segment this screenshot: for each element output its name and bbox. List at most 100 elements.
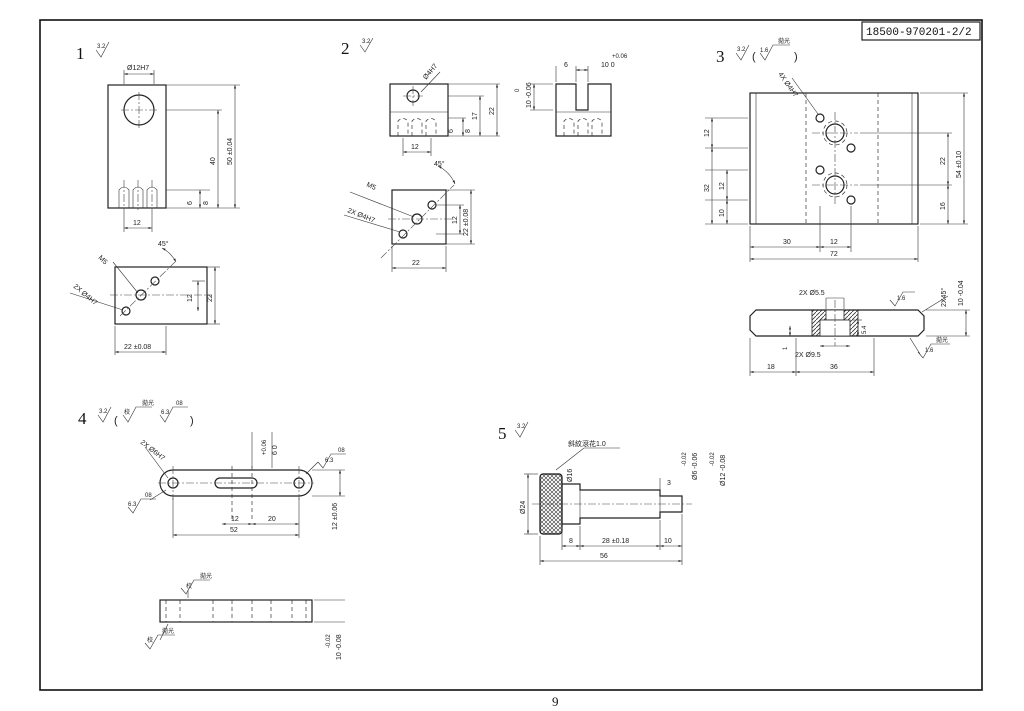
dim-knurl: 斜紋滾花1.0 [568,439,606,448]
tapped-holes [118,180,158,210]
dim-h10: 10 -0.08 [336,634,343,660]
dim-h16: 16 [940,202,947,210]
svg-text:3.2: 3.2 [97,44,106,50]
surface-finish-symbol: 校 拋光 [144,623,175,650]
dim-d8: 8 [465,129,472,133]
surface-finish-symbol: 6.3 08 [305,448,346,475]
dim-d6a: -0.02 [682,452,688,466]
dim-h12: 12 [187,294,194,302]
dim-w20: 20 [268,516,276,523]
dim-bore: Ø4H7 [422,63,439,82]
dim-tol-a: +0.06 [612,54,628,60]
dim-w36: 36 [830,364,838,371]
surface-finish-symbol: 1.6 [889,291,915,307]
surface-finish-symbol: 1.6 拋光 [909,336,950,359]
dim-w10: 10 [664,538,672,545]
dim-angle: 45° [434,160,445,168]
dim-thread: M5 [97,254,109,266]
svg-text:1.6: 1.6 [897,296,906,302]
dim-w18: 18 [767,364,775,371]
dim-bore: Ø12H7 [127,65,149,72]
part-3-section-view [749,309,925,337]
part-3-front-view [749,92,919,225]
dim-d54: 5.4 [862,325,868,334]
svg-text:拋光: 拋光 [936,336,948,344]
part-3: 3 3.2 ( 1.6 拋光 ) 4X Ø4H7 [704,37,970,376]
dim-d6: 6 [187,201,194,205]
part-2-number: 2 [341,39,350,58]
dim-cb-top: 2X Ø5.5 [799,290,825,297]
svg-text:3.2: 3.2 [737,47,746,53]
surface-finish-symbol: 3.2 ( 1.6 拋光 ) [735,37,798,63]
svg-text:08: 08 [338,448,345,454]
dim-pins: 2X Ø4H7 [346,207,375,224]
dim-h12: 12 [452,216,459,224]
svg-text:1.6: 1.6 [925,348,934,354]
dim-h0: -0.02 [326,634,332,648]
dim-w28: 28 ±0.18 [602,538,629,545]
dim-w8: 8 [569,538,573,545]
svg-text:校: 校 [186,582,192,590]
svg-text:3.2: 3.2 [362,39,371,45]
dim-w12: 12 [411,144,419,151]
part-1-front-view [107,84,167,209]
part-2: 2 3.2 Ø4H7 22 17 6 8 12 [341,37,628,272]
part-4: 4 3.2 ( 校 拋光 6.3 08 ) 2X Ø6H7 +0.06 6 0 [78,399,346,660]
dim-tol-b: 6 0 [272,445,279,455]
dim-h0: 0 [515,88,521,92]
surface-finish-symbol: 3.2 [95,41,110,58]
svg-text:): ) [190,415,194,427]
dim-h12a: 12 [704,129,711,137]
dim-h54: 54 ±0.10 [956,151,963,178]
drawing-number: 18500-970201-2/2 [866,27,972,39]
svg-text:拋光: 拋光 [142,399,154,407]
dim-cb-bot: 2X Ø9.5 [795,352,821,359]
dim-h22: 22 [940,157,947,165]
dim-w56: 56 [600,553,608,560]
dim-d6b: Ø6 -0.06 [692,453,699,480]
dim-thread: M5 [365,181,377,191]
svg-text:): ) [794,51,798,63]
dim-w72: 72 [830,251,838,258]
surface-finish-symbol: 3.2 [514,421,529,438]
svg-text:校: 校 [124,408,130,416]
svg-text:6.3: 6.3 [128,502,137,508]
dim-h40: 40 [210,157,217,165]
dim-h22: 22 [207,294,214,302]
part-2-front-view [389,83,449,137]
dim-angle: 45° [158,240,169,248]
part-2-side-view [555,83,612,137]
dim-w6: 6 [564,62,568,69]
sheet-border [39,19,983,691]
svg-text:拋光: 拋光 [200,572,212,580]
dim-w12: 12 [830,239,838,246]
dim-h32: 32 [704,184,711,192]
dim-h10: 10 [719,209,726,217]
dim-w30: 30 [783,239,791,246]
svg-text:(: ( [752,51,756,63]
dim-w22: 22 ±0.08 [124,344,151,351]
part-4-side-view [159,599,313,623]
svg-text:拋光: 拋光 [778,37,790,45]
dim-w12: 12 [231,516,239,523]
dim-d16: Ø16 [567,469,574,482]
dim-holes: 4X Ø4H7 [776,71,798,99]
dim-d3: 3 [667,480,671,487]
svg-text:08: 08 [176,401,183,407]
part-2-top-view [391,189,447,245]
svg-text:3.2: 3.2 [99,409,108,415]
dim-d17: 17 [472,112,479,120]
svg-text:拋光: 拋光 [162,627,174,635]
dim-d8: 8 [203,201,210,205]
svg-text:6.3: 6.3 [325,458,334,464]
svg-text:08: 08 [145,493,152,499]
part-5-number: 5 [498,424,507,443]
dim-d24: Ø24 [520,501,527,514]
part-5: 5 3.2 斜紋滾花1.0 Ø16 Ø24 3 -0.02 Ø6 -0.06 -… [498,421,727,565]
surface-finish-symbol: 3.2 [359,37,374,53]
svg-text:3.2: 3.2 [517,424,526,430]
part-1-number: 1 [76,44,85,63]
dim-w52: 52 [230,527,238,534]
svg-text:6.3: 6.3 [161,410,170,416]
